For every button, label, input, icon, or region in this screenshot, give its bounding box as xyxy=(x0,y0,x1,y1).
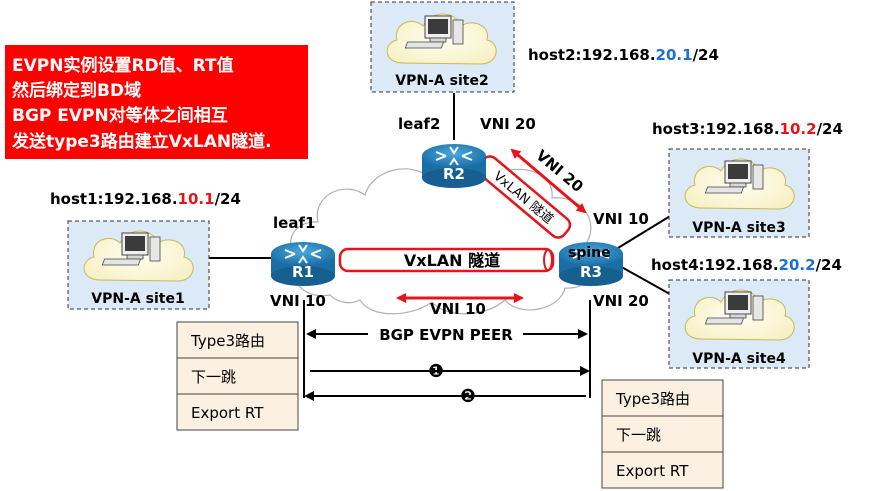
router-r1[interactable]: R1 xyxy=(271,242,335,286)
host3-octet: 10.2 xyxy=(780,120,817,138)
right-row-export-rt: Export RT xyxy=(616,462,689,480)
router-r3-label: R3 xyxy=(580,263,602,281)
site1-label: VPN-A site1 xyxy=(91,291,184,307)
site3-box: VPN-A site3 xyxy=(668,148,810,238)
vni-tunnel-r1-r3: VNI 10 xyxy=(430,300,486,318)
site4-label: VPN-A site4 xyxy=(692,351,786,367)
site2-box: VPN-A site2 xyxy=(370,1,515,93)
left-row-type3: Type3路由 xyxy=(190,332,265,350)
note-line-2: 然后绑定到BD域 xyxy=(12,80,141,101)
tunnel-r1-r3-label: VxLAN 隧道 xyxy=(404,251,500,270)
note-line-3: BGP EVPN对等体之间相互 xyxy=(12,105,228,126)
note-line-1: EVPN实例设置RD值、RT值 xyxy=(12,55,234,76)
tunnel-r1-r3-end xyxy=(543,249,553,271)
site3-label: VPN-A site3 xyxy=(692,220,785,236)
host1-address: host1:192.168.10.1/24 xyxy=(50,190,241,208)
vni-leaf2: VNI 20 xyxy=(480,115,536,133)
role-spine: spine xyxy=(568,245,611,261)
router-r2-label: R2 xyxy=(443,165,465,183)
left-row-export-rt: Export RT xyxy=(191,404,264,422)
note-box: EVPN实例设置RD值、RT值 然后绑定到BD域 BGP EVPN对等体之间相互… xyxy=(5,45,308,159)
router-r2[interactable]: R2 xyxy=(422,144,486,188)
note-line-4: 发送type3路由建立VxLAN隧道. xyxy=(11,131,272,152)
right-row-type3: Type3路由 xyxy=(615,390,690,408)
vni-r3-upper: VNI 10 xyxy=(593,210,649,228)
host2-octet: 20.1 xyxy=(656,46,693,64)
site1-box: VPN-A site1 xyxy=(67,220,210,310)
right-row-nexthop: 下一跳 xyxy=(616,426,661,444)
router-r3[interactable]: R3 xyxy=(559,242,623,286)
vni20-arrow xyxy=(510,148,587,214)
route-table-left: Type3路由 下一跳 Export RT xyxy=(176,321,299,431)
step2-marker: ❷ xyxy=(460,386,476,407)
vni-r3-lower: VNI 20 xyxy=(593,292,649,310)
step1-marker: ❶ xyxy=(428,361,444,382)
host3-address: host3:192.168.10.2/24 xyxy=(652,120,843,138)
role-leaf2: leaf2 xyxy=(398,115,440,133)
host4-address: host4:192.168.20.2/24 xyxy=(651,256,842,274)
vni-r1-lower: VNI 10 xyxy=(270,292,326,310)
host4-octet: 20.2 xyxy=(779,256,816,274)
route-table-right: Type3路由 下一跳 Export RT xyxy=(601,379,724,489)
left-row-nexthop: 下一跳 xyxy=(191,368,236,386)
bgp-peer-label: BGP EVPN PEER xyxy=(379,326,513,344)
host1-octet: 10.1 xyxy=(178,190,215,208)
router-r1-label: R1 xyxy=(292,263,314,281)
role-leaf1: leaf1 xyxy=(273,214,315,232)
host2-address: host2:192.168.20.1/24 xyxy=(528,46,719,64)
site4-box: VPN-A site4 xyxy=(668,279,810,369)
site2-label: VPN-A site2 xyxy=(395,73,488,89)
